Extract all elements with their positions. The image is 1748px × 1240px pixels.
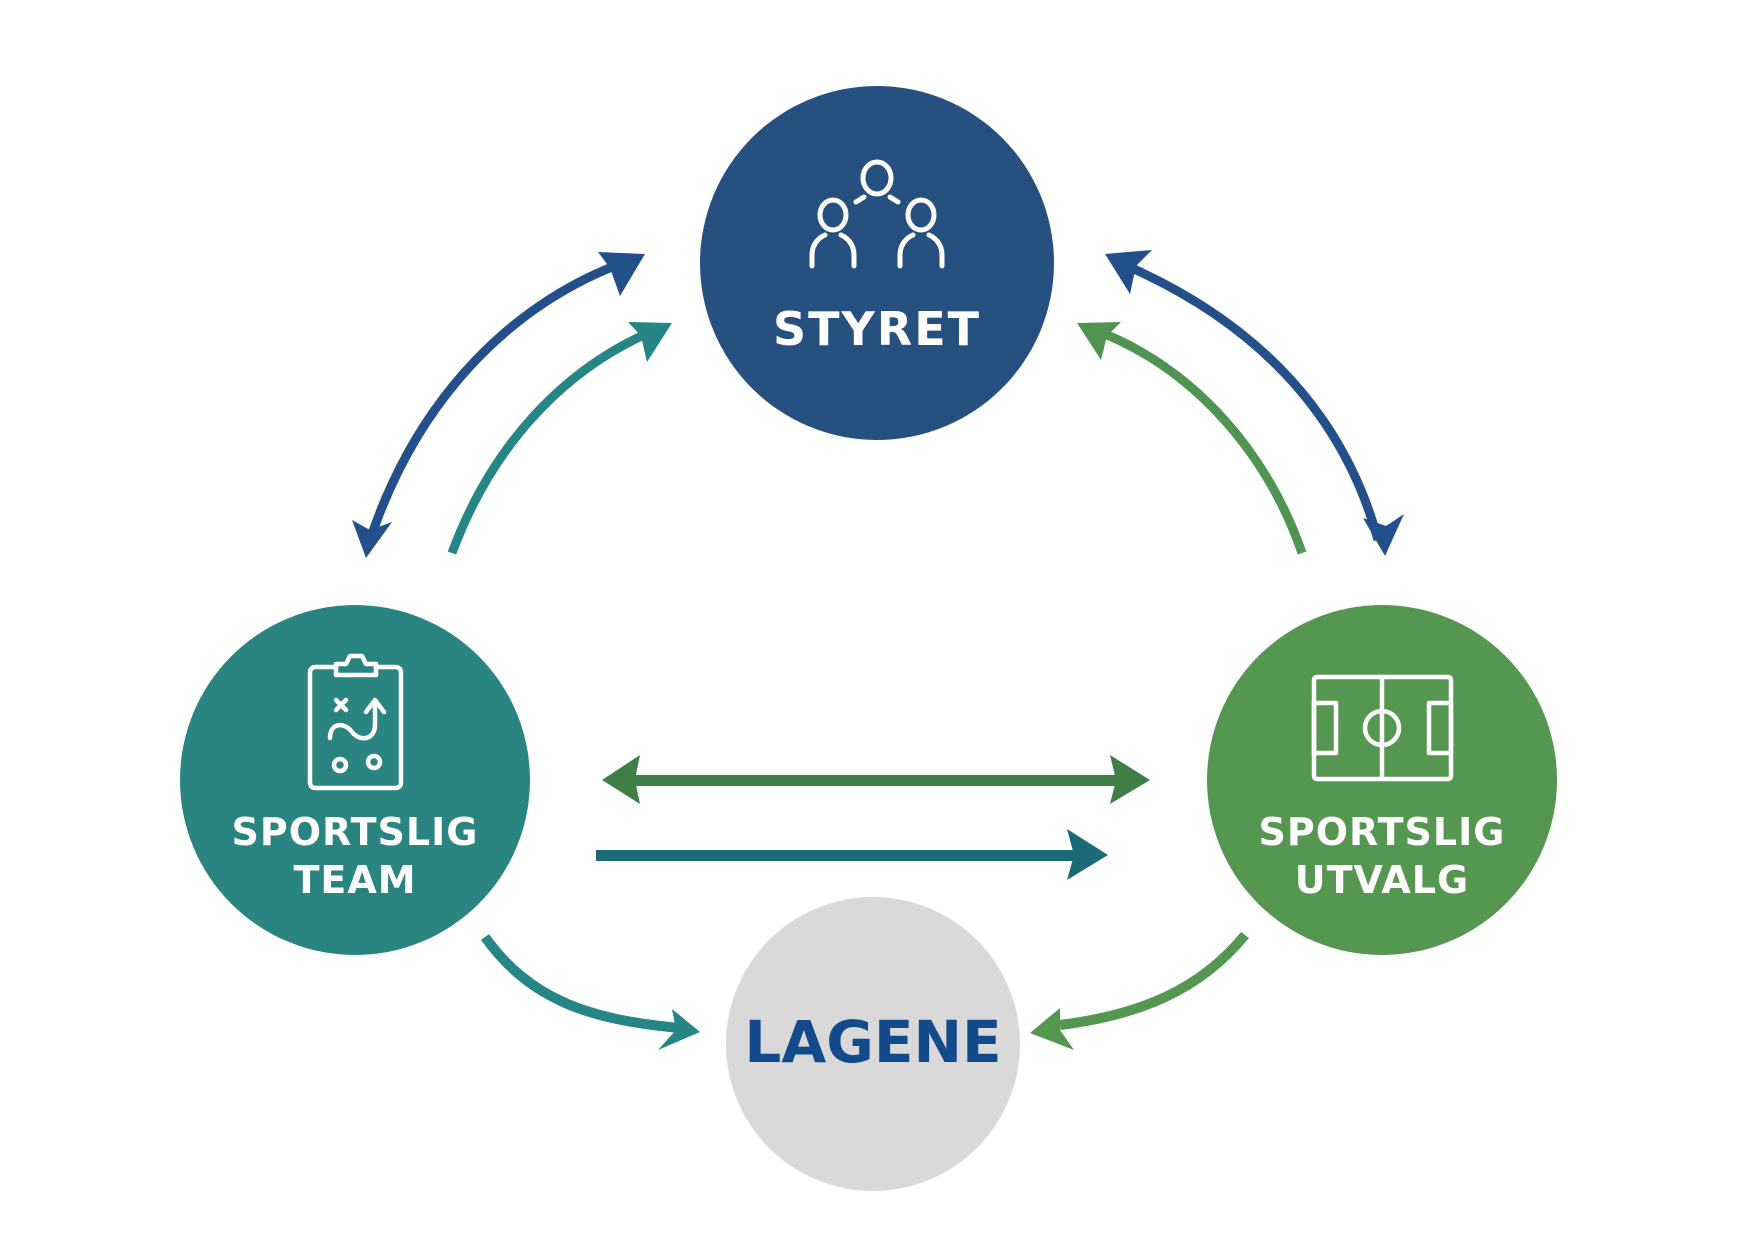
arrowhead-up — [628, 322, 672, 362]
arrow-shaft — [480, 934, 681, 1033]
arrow-shaft — [447, 325, 657, 555]
edge-utvalg-lagene — [1030, 931, 1249, 1050]
people-group-icon — [809, 159, 945, 269]
edge-utvalg-styret-bidirectional — [1105, 250, 1404, 556]
arrow-shaft — [1123, 260, 1383, 542]
node-circle — [180, 605, 530, 955]
arrowhead-down — [352, 520, 392, 558]
arrowhead-right — [658, 1009, 700, 1050]
arrow-shaft — [1093, 325, 1307, 555]
node-label-line1: SPORTSLIG — [1259, 810, 1506, 854]
node-circle — [700, 86, 1054, 440]
arrowhead-right — [1067, 829, 1108, 880]
arrowhead-left — [602, 755, 640, 804]
node-label: LAGENE — [744, 1008, 1001, 1076]
node-label-line2: UTVALG — [1295, 858, 1469, 902]
node-sportslig-team[interactable]: SPORTSLIG TEAM — [180, 605, 530, 955]
arrow-shaft — [625, 775, 1125, 786]
edge-utvalg-styret-forward — [1077, 322, 1307, 555]
edge-team-utvalg-bidirectional — [602, 755, 1150, 804]
football-pitch-icon — [1311, 674, 1454, 782]
clipboard-tactics-icon — [307, 653, 404, 791]
arrowhead-up — [598, 252, 645, 296]
arrowhead-right — [1110, 755, 1150, 804]
node-circle — [726, 897, 1020, 1191]
edge-team-styret-bidirectional — [352, 252, 645, 558]
arrow-shaft — [596, 850, 1086, 861]
node-label: STYRET — [773, 302, 981, 356]
edge-team-utvalg-forward — [596, 829, 1108, 880]
arrowhead-up — [1105, 250, 1152, 294]
node-styret[interactable]: STYRET — [700, 86, 1054, 440]
arrowhead-up — [1077, 322, 1121, 360]
node-lagene[interactable]: LAGENE — [726, 897, 1020, 1191]
arrow-shaft — [365, 257, 627, 542]
node-label-line2: TEAM — [293, 858, 416, 902]
edge-team-styret-forward — [447, 322, 672, 555]
arrow-shaft — [1059, 931, 1249, 1030]
node-sportslig-utvalg[interactable]: SPORTSLIG UTVALG — [1207, 605, 1557, 955]
arrowhead-down — [1363, 514, 1404, 556]
edge-team-lagene — [480, 934, 700, 1050]
arrowhead-left — [1030, 1008, 1074, 1050]
node-label-line1: SPORTSLIG — [232, 810, 479, 854]
